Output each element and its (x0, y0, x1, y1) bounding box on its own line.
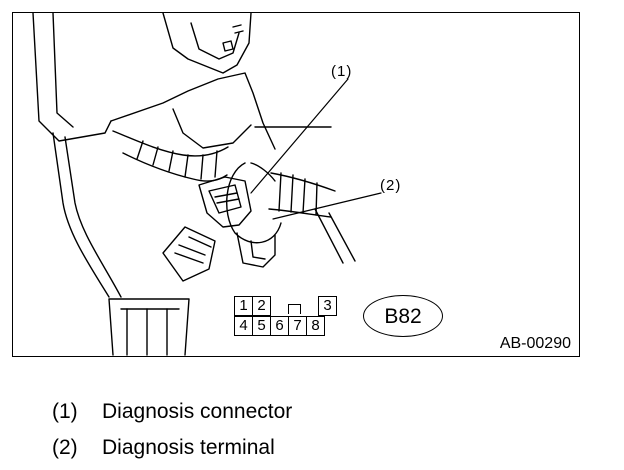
pin-cell: 2 (252, 296, 271, 316)
lower-bracket (236, 232, 276, 268)
legend-item: (1) Diagnosis connector (52, 400, 292, 424)
connector-body (198, 176, 252, 228)
harness-right-ribs (278, 172, 318, 216)
legend-label: Diagnosis connector (102, 400, 293, 423)
pin-gap (302, 296, 319, 314)
harness-right-top (270, 172, 336, 192)
legend-number: (2) (52, 436, 78, 459)
illustration-frame: (1) (2) 1 2 3 4 5 6 7 8 B82 AB-00290 (12, 12, 580, 357)
pin-cell: 6 (270, 316, 289, 336)
pin-cell: 8 (306, 316, 325, 336)
pedal-arm-left (52, 132, 110, 298)
pin-cell: 3 (318, 296, 337, 316)
pin-cell: 1 (234, 296, 253, 316)
connector-pin-layout: 1 2 3 4 5 6 7 8 (234, 296, 337, 336)
harness-right-bottom (268, 208, 332, 218)
pin-key (286, 296, 303, 314)
callout-diagnosis-connector: (1) (331, 63, 353, 80)
terminal-loop (226, 162, 282, 244)
lower-bracket-inner (250, 240, 266, 260)
pin-row-bottom: 4 5 6 7 8 (234, 316, 336, 336)
harness-left-top (112, 130, 229, 157)
pin-gap (270, 296, 287, 314)
connector-pins (214, 192, 240, 204)
lower-connector (162, 226, 216, 282)
pedal-pad-ribs (126, 308, 168, 356)
legend-number: (1) (52, 400, 78, 423)
terminal-lead (250, 162, 276, 182)
hinge (232, 24, 244, 34)
callout-diagnosis-terminal: (2) (380, 177, 402, 194)
figure-code: AB-00290 (499, 335, 571, 352)
column-body-lower (172, 108, 252, 149)
column-cover (32, 13, 112, 142)
legend-item: (2) Diagnosis terminal (52, 436, 275, 460)
connector-detail (208, 184, 242, 214)
pin-cell: 7 (288, 316, 307, 336)
harness-end-2 (328, 212, 356, 262)
bracket-tab (222, 40, 234, 52)
legend-label: Diagnosis terminal (102, 436, 275, 459)
upper-bracket-inner (190, 22, 240, 60)
harness-ribs (136, 140, 218, 180)
line-drawing (32, 13, 382, 356)
leader-connector (250, 78, 349, 194)
lower-connector-slots (174, 236, 212, 264)
harness-left-bottom (122, 152, 228, 182)
harness-end (314, 208, 344, 264)
leader-terminal (272, 192, 382, 220)
column-body (110, 72, 276, 150)
pin-row-top: 1 2 3 (234, 296, 337, 316)
pedal-arm-right (64, 136, 122, 298)
pin-cell: 5 (252, 316, 271, 336)
upper-bracket (162, 13, 252, 74)
column-cover-edge (52, 13, 74, 128)
pin-cell: 4 (234, 316, 253, 336)
connector-id-badge: B82 (363, 295, 443, 337)
pedal-pad (108, 298, 190, 356)
